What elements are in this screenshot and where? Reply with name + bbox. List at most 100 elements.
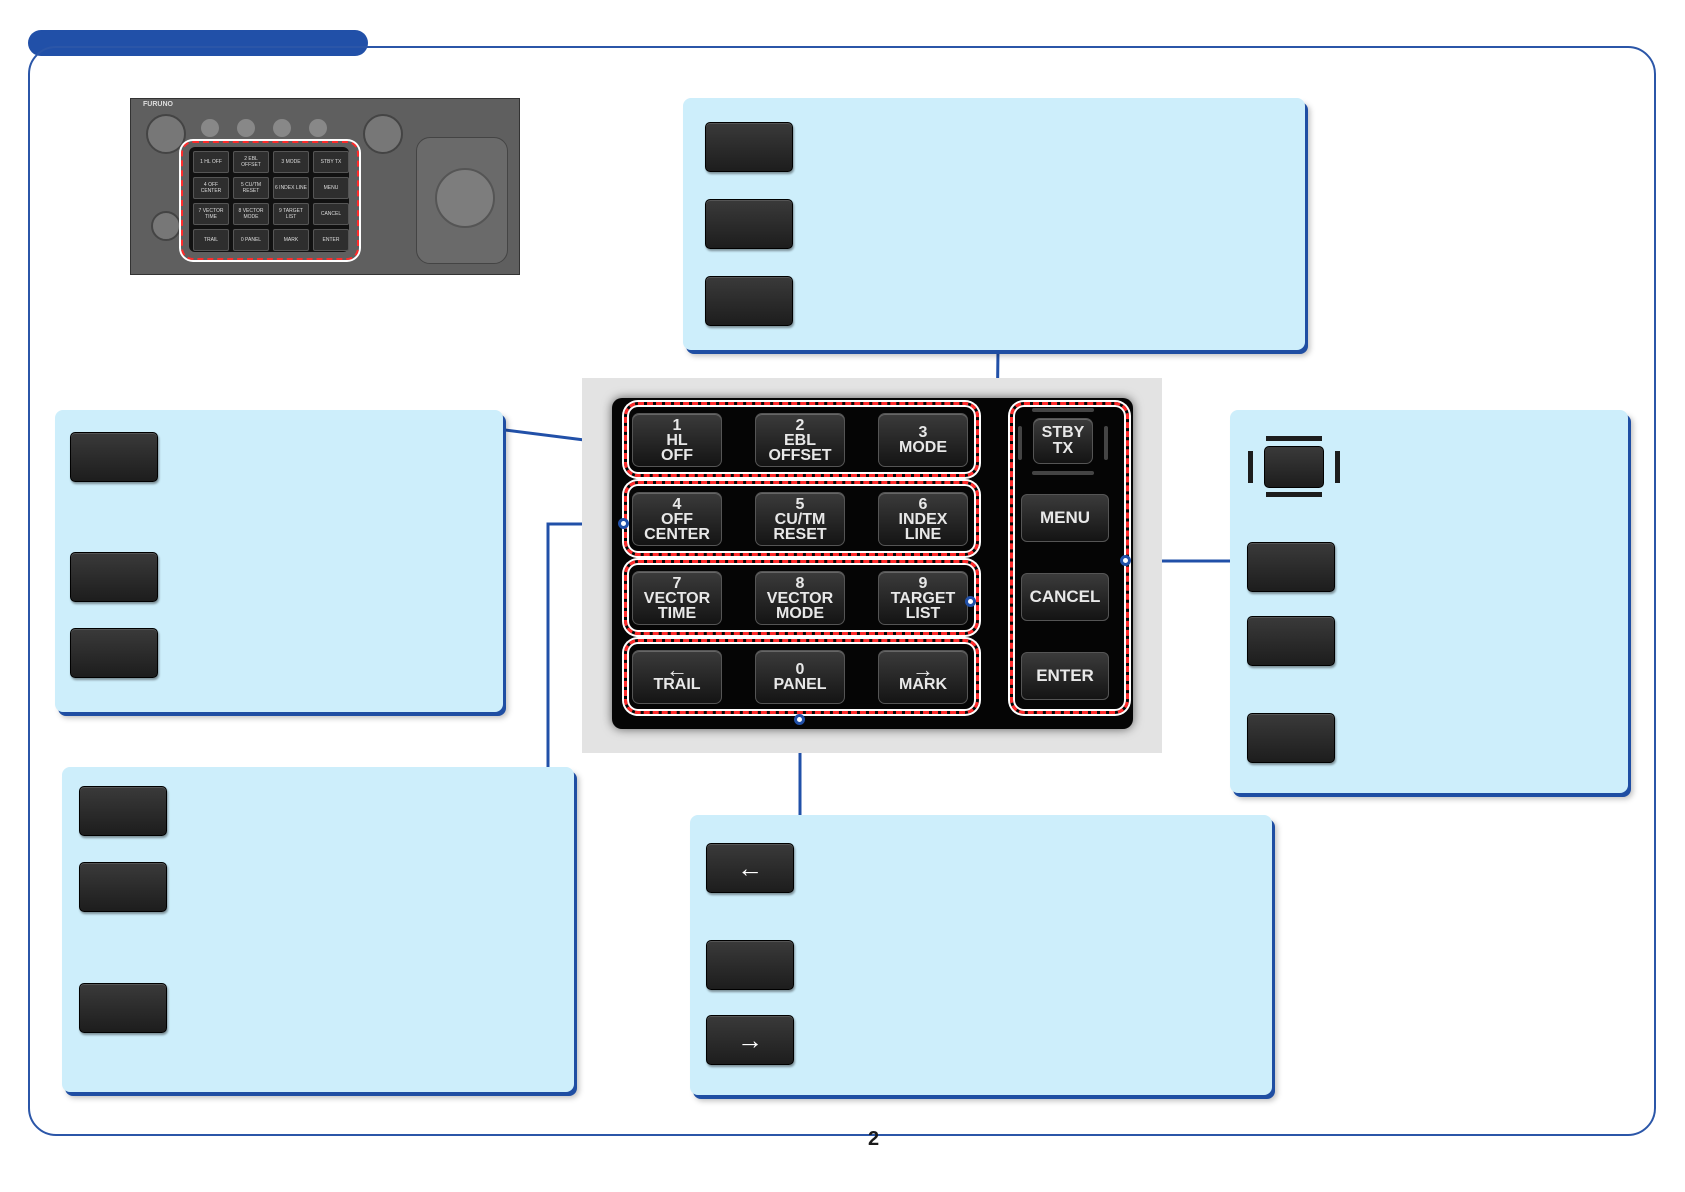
key-thumbnail (705, 276, 793, 326)
mini-key: 3 MODE (273, 151, 309, 173)
key-thumbnail (1247, 713, 1335, 763)
mini-key: ENTER (313, 229, 349, 251)
mini-key: CANCEL (313, 203, 349, 225)
mini-key: MARK (273, 229, 309, 251)
key-label: OFFSET (768, 446, 832, 464)
key-label: VECTOR (643, 589, 711, 607)
key-label: LINE (904, 525, 942, 543)
keypad-body: 1 HL OFF 2 EBL OFFSET 3 MODE 4 OFF CENTE… (612, 398, 1133, 729)
header-tab (28, 30, 368, 56)
key-label: INDEX (898, 510, 948, 528)
mini-key: 4 OFF CENTER (193, 177, 229, 199)
callout-left-upper (55, 410, 503, 712)
connector-dot-row3 (965, 596, 976, 607)
mini-key: 7 VECTOR TIME (193, 203, 229, 225)
key-label: LIST (905, 604, 941, 622)
mini-key: 8 VECTOR MODE (233, 203, 269, 225)
callout-left-lower (62, 767, 574, 1092)
keypad-panel: 1 HL OFF 2 EBL OFFSET 3 MODE 4 OFF CENTE… (582, 378, 1162, 753)
key-4-off-center[interactable]: 4 OFF CENTER (632, 492, 722, 546)
callout-bottom: ← → (690, 815, 1272, 1095)
key-mark[interactable]: → MARK (878, 650, 968, 704)
key-number: 6 (918, 495, 928, 513)
knob (201, 119, 219, 137)
trackball-well (416, 137, 508, 264)
stby-tx-key[interactable]: STBY TX (1033, 418, 1093, 464)
knob (363, 114, 403, 154)
key-label: TIME (657, 604, 697, 622)
connector-dot-side (1120, 555, 1131, 566)
group-row-3 (624, 560, 979, 635)
trackball (435, 168, 495, 228)
stby-tx-icon (1248, 436, 1340, 497)
key-1-hl-off[interactable]: 1 HL OFF (632, 413, 722, 467)
menu-key[interactable]: MENU (1021, 494, 1109, 542)
key-label: TARGET (890, 589, 956, 607)
key-thumbnail (70, 552, 158, 602)
key-label: EBL (784, 431, 816, 449)
key-label: MARK (899, 676, 947, 693)
page-frame (28, 46, 1656, 1136)
mini-key: 9 TARGET LIST (273, 203, 309, 225)
key-label: MODE (899, 439, 947, 456)
mini-key: TRAIL (193, 229, 229, 251)
key-number: 3 (918, 424, 928, 441)
callout-top (683, 98, 1305, 350)
left-arrow-key: ← (706, 843, 794, 893)
key-7-vector-time[interactable]: 7 VECTOR TIME (632, 571, 722, 625)
key-2-ebl-offset[interactable]: 2 EBL OFFSET (755, 413, 845, 467)
key-number: 9 (918, 574, 928, 592)
key-label: CU/TM (774, 510, 826, 528)
key-thumbnail (70, 628, 158, 678)
right-arrow-key: → (706, 1015, 794, 1065)
right-arrow-icon: → (912, 657, 934, 682)
stby-tx-indicator-bottom (1032, 471, 1094, 475)
page-number: 2 (868, 1128, 880, 1150)
knob (273, 119, 291, 137)
key-thumbnail (79, 786, 167, 836)
key-9-target-list[interactable]: 9 TARGET LIST (878, 571, 968, 625)
mini-key: 6 INDEX LINE (273, 177, 309, 199)
stby-tx-indicator-top (1032, 408, 1094, 412)
knob (237, 119, 255, 137)
brand-logo: FURUNO (143, 101, 173, 108)
key-thumbnail (79, 862, 167, 912)
knob (151, 211, 181, 241)
key-number: 2 (795, 416, 805, 434)
key-label: RESET (773, 525, 827, 543)
key-thumbnail (705, 199, 793, 249)
key-label: TX (1052, 440, 1074, 457)
knob (309, 119, 327, 137)
key-number: 5 (795, 495, 805, 513)
key-thumbnail (1247, 542, 1335, 592)
key-number: 0 (795, 661, 805, 678)
enter-key[interactable]: ENTER (1021, 652, 1109, 700)
key-label: OFF (661, 510, 693, 528)
stby-tx-indicator-left (1018, 426, 1022, 460)
mini-key: MENU (313, 177, 349, 199)
connector-dot-row2 (618, 518, 629, 529)
key-6-index-line[interactable]: 6 INDEX LINE (878, 492, 968, 546)
callout-right (1230, 410, 1628, 793)
key-number: 7 (672, 574, 682, 592)
key-number: 4 (672, 495, 682, 513)
key-0-panel[interactable]: 0 PANEL (755, 650, 845, 704)
cancel-key[interactable]: CANCEL (1021, 573, 1109, 621)
key-number: 1 (672, 416, 682, 434)
key-8-vector-mode[interactable]: 8 VECTOR MODE (755, 571, 845, 625)
key-trail[interactable]: ← TRAIL (632, 650, 722, 704)
key-label: HL (666, 431, 688, 449)
connector-dot-row4 (794, 714, 805, 725)
key-3-mode[interactable]: 3 MODE (878, 413, 968, 467)
mini-key: 0 PANEL (233, 229, 269, 251)
key-number: 8 (795, 574, 805, 592)
knob (146, 114, 186, 154)
mini-key: STBY TX (313, 151, 349, 173)
key-thumbnail (1247, 616, 1335, 666)
key-5-cu-tm-reset[interactable]: 5 CU/TM RESET (755, 492, 845, 546)
stby-tx-indicator-right (1104, 426, 1108, 460)
mini-key: 1 HL OFF (193, 151, 229, 173)
